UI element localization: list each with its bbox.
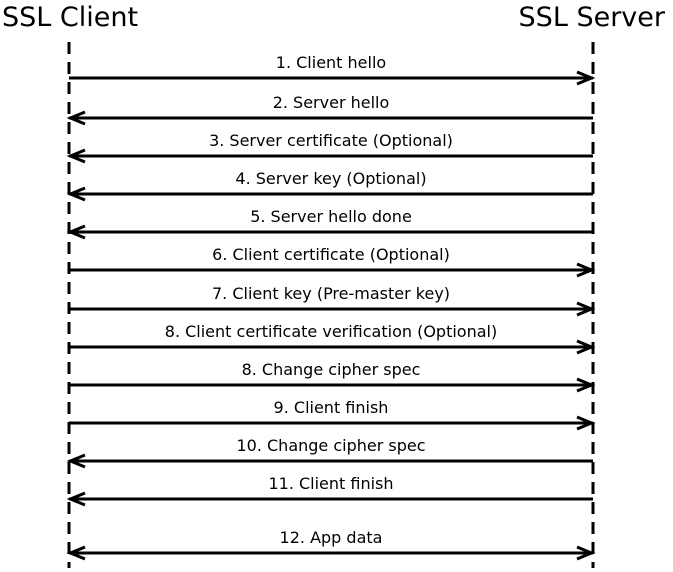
message-label: 7. Client key (Pre-master key) [212, 284, 450, 303]
message-arrow: 10. Change cipher spec [66, 436, 593, 469]
message-label: 9. Client finish [274, 398, 389, 417]
arrowhead-right [576, 301, 596, 317]
arrowhead-right [576, 415, 596, 431]
arrowhead-left [66, 224, 86, 240]
message-label: 2. Server hello [273, 93, 390, 112]
message-arrow: 12. App data [66, 528, 596, 561]
arrowhead-left [66, 545, 86, 561]
message-arrow: 8. Change cipher spec [69, 360, 596, 393]
message-label: 5. Server hello done [250, 207, 412, 226]
message-arrow: 2. Server hello [66, 93, 593, 126]
message-label: 11. Client finish [268, 474, 393, 493]
arrowhead-left [66, 453, 86, 469]
message-label: 12. App data [280, 528, 383, 547]
message-arrow: 1. Client hello [69, 53, 596, 86]
message-arrow: 8. Client certificate verification (Opti… [69, 322, 596, 355]
message-arrow: 6. Client certificate (Optional) [69, 245, 596, 278]
arrowhead-left [66, 491, 86, 507]
message-arrow: 11. Client finish [66, 474, 593, 507]
message-label: 1. Client hello [276, 53, 386, 72]
arrowhead-left [66, 110, 86, 126]
arrowhead-right [576, 377, 596, 393]
message-arrow: 5. Server hello done [66, 207, 593, 240]
message-arrow: 3. Server certificate (Optional) [66, 131, 593, 164]
ssl-client-title: SSL Client [2, 2, 139, 33]
arrowhead-right [576, 70, 596, 86]
ssl-server-title: SSL Server [518, 2, 665, 33]
arrowhead-left [66, 186, 86, 202]
arrowhead-right [576, 339, 596, 355]
message-arrow: 4. Server key (Optional) [66, 169, 593, 202]
arrowhead-right [576, 545, 596, 561]
message-arrow: 9. Client finish [69, 398, 596, 431]
message-label: 4. Server key (Optional) [235, 169, 426, 188]
message-label: 8. Change cipher spec [242, 360, 421, 379]
message-label: 3. Server certificate (Optional) [209, 131, 453, 150]
arrowhead-left [66, 148, 86, 164]
message-arrow: 7. Client key (Pre-master key) [69, 284, 596, 317]
message-label: 10. Change cipher spec [236, 436, 425, 455]
message-label: 6. Client certificate (Optional) [212, 245, 450, 264]
message-list: 1. Client hello 2. Server hello 3. Server … [66, 53, 596, 561]
arrowhead-right [576, 262, 596, 278]
message-label: 8. Client certificate verification (Opti… [165, 322, 497, 341]
